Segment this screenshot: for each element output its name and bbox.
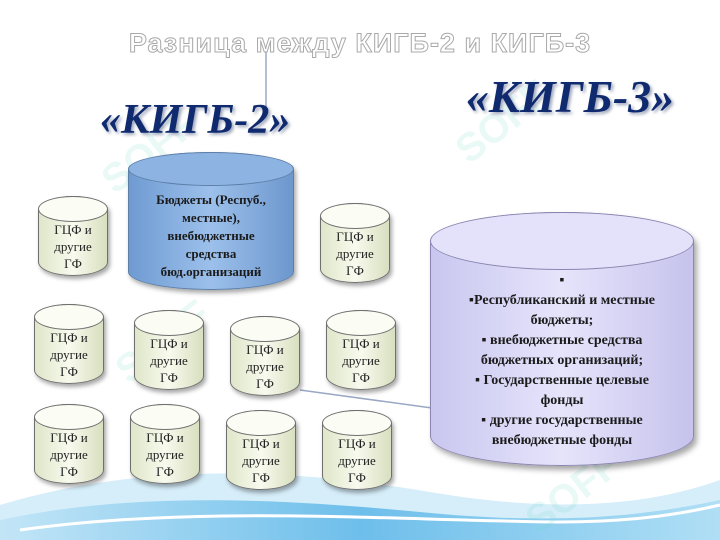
slide-title: Разница между КИГБ-2 и КИГБ-3 (128, 28, 592, 59)
heading-kigb3: «КИГБ-3» (465, 71, 675, 122)
fund-cylinder: ГЦФ и другие ГФ (226, 410, 296, 490)
fund-cylinder-label: ГЦФ и другие ГФ (336, 229, 374, 278)
fund-cylinder-label: ГЦФ и другие ГФ (242, 436, 280, 485)
fund-cylinder-label: ГЦФ и другие ГФ (338, 436, 376, 485)
fund-cylinder: ГЦФ и другие ГФ (320, 203, 390, 283)
fund-cylinder-label: ГЦФ и другие ГФ (342, 336, 380, 385)
connector-kigb3 (299, 389, 433, 409)
budget-cylinder-label: Бюджеты (Респуб., местные), внебюджетные… (156, 192, 266, 279)
heading-kigb2: «КИГБ-2» (100, 97, 291, 143)
fund-cylinder: ГЦФ и другие ГФ (326, 310, 396, 390)
fund-cylinder: ГЦФ и другие ГФ (322, 410, 392, 490)
fund-cylinder-label: ГЦФ и другие ГФ (50, 330, 88, 379)
fund-cylinder: ГЦФ и другие ГФ (34, 304, 104, 384)
fund-cylinder: ГЦФ и другие ГФ (134, 310, 204, 390)
fund-cylinder-label: ГЦФ и другие ГФ (246, 342, 284, 391)
kigb3-cylinder-label: ▪ ▪Республиканский и местные бюджеты; ▪ … (468, 273, 655, 448)
fund-cylinder-label: ГЦФ и другие ГФ (50, 430, 88, 479)
fund-cylinder: ГЦФ и другие ГФ (38, 196, 108, 276)
fund-cylinder-label: ГЦФ и другие ГФ (146, 430, 184, 479)
fund-cylinder: ГЦФ и другие ГФ (130, 404, 200, 484)
kigb3-cylinder: ▪ ▪Республиканский и местные бюджеты; ▪ … (430, 212, 694, 466)
wave-line (19, 503, 720, 532)
fund-cylinder-label: ГЦФ и другие ГФ (54, 222, 92, 271)
fund-cylinder: ГЦФ и другие ГФ (34, 404, 104, 484)
fund-cylinder-label: ГЦФ и другие ГФ (150, 336, 188, 385)
fund-cylinder: ГЦФ и другие ГФ (230, 316, 300, 396)
budget-cylinder: Бюджеты (Респуб., местные), внебюджетные… (128, 152, 294, 290)
wave-front (0, 500, 720, 540)
